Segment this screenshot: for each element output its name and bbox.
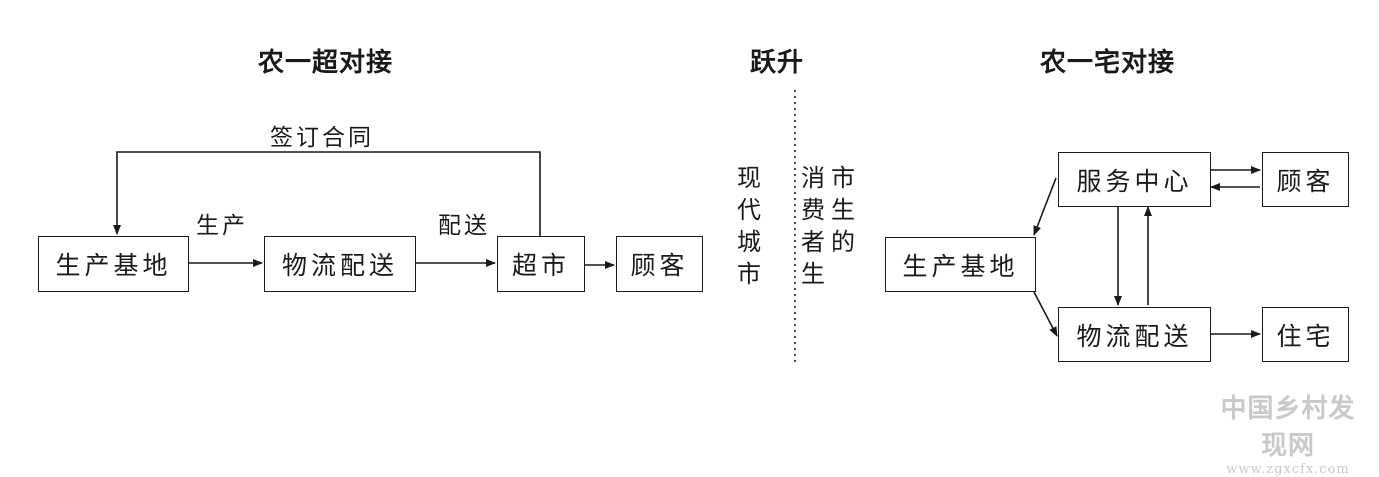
left-production-base-box: 生产基地 <box>38 236 189 292</box>
right-customer-box: 顾客 <box>1262 152 1349 207</box>
contract-label: 签订合同 <box>270 125 374 151</box>
right-title: 农一宅对接 <box>1040 48 1176 78</box>
middle-title: 跃升 <box>750 48 805 78</box>
production-label: 生产 <box>196 213 248 239</box>
right-logistics-box: 物流配送 <box>1058 307 1211 362</box>
left-title: 农一超对接 <box>258 48 394 78</box>
delivery-label: 配送 <box>438 213 490 239</box>
watermark-url: www.zgxcfx.com <box>1226 462 1350 477</box>
watermark-main: 中国乡村发现网 <box>1220 394 1356 461</box>
service-to-base-arrow <box>1033 177 1057 236</box>
left-logistics-box: 物流配送 <box>264 236 416 292</box>
diagram-canvas: 农一超对接 跃升 农一宅对接 签订合同 生产 配送 生产基地 物流配送 超市 顾… <box>38 48 1355 477</box>
service-center-box: 服务中心 <box>1058 152 1211 207</box>
watermark: 中国乡村发现网 www.zgxcfx.com <box>1208 388 1368 477</box>
residence-box: 住宅 <box>1262 307 1349 362</box>
middle-text-column-2: 消费者生 <box>801 164 825 288</box>
supermarket-box: 超市 <box>497 236 585 292</box>
base-to-logistics-arrow-right <box>1033 291 1058 337</box>
connector-layer <box>113 90 1261 362</box>
contract-loop-arrow <box>113 151 541 236</box>
right-production-base-box: 生产基地 <box>885 237 1036 292</box>
left-customer-box: 顾客 <box>616 236 703 292</box>
middle-text-column-3: 市生的 <box>831 164 855 256</box>
middle-text-column-1: 现代城市 <box>737 164 761 288</box>
